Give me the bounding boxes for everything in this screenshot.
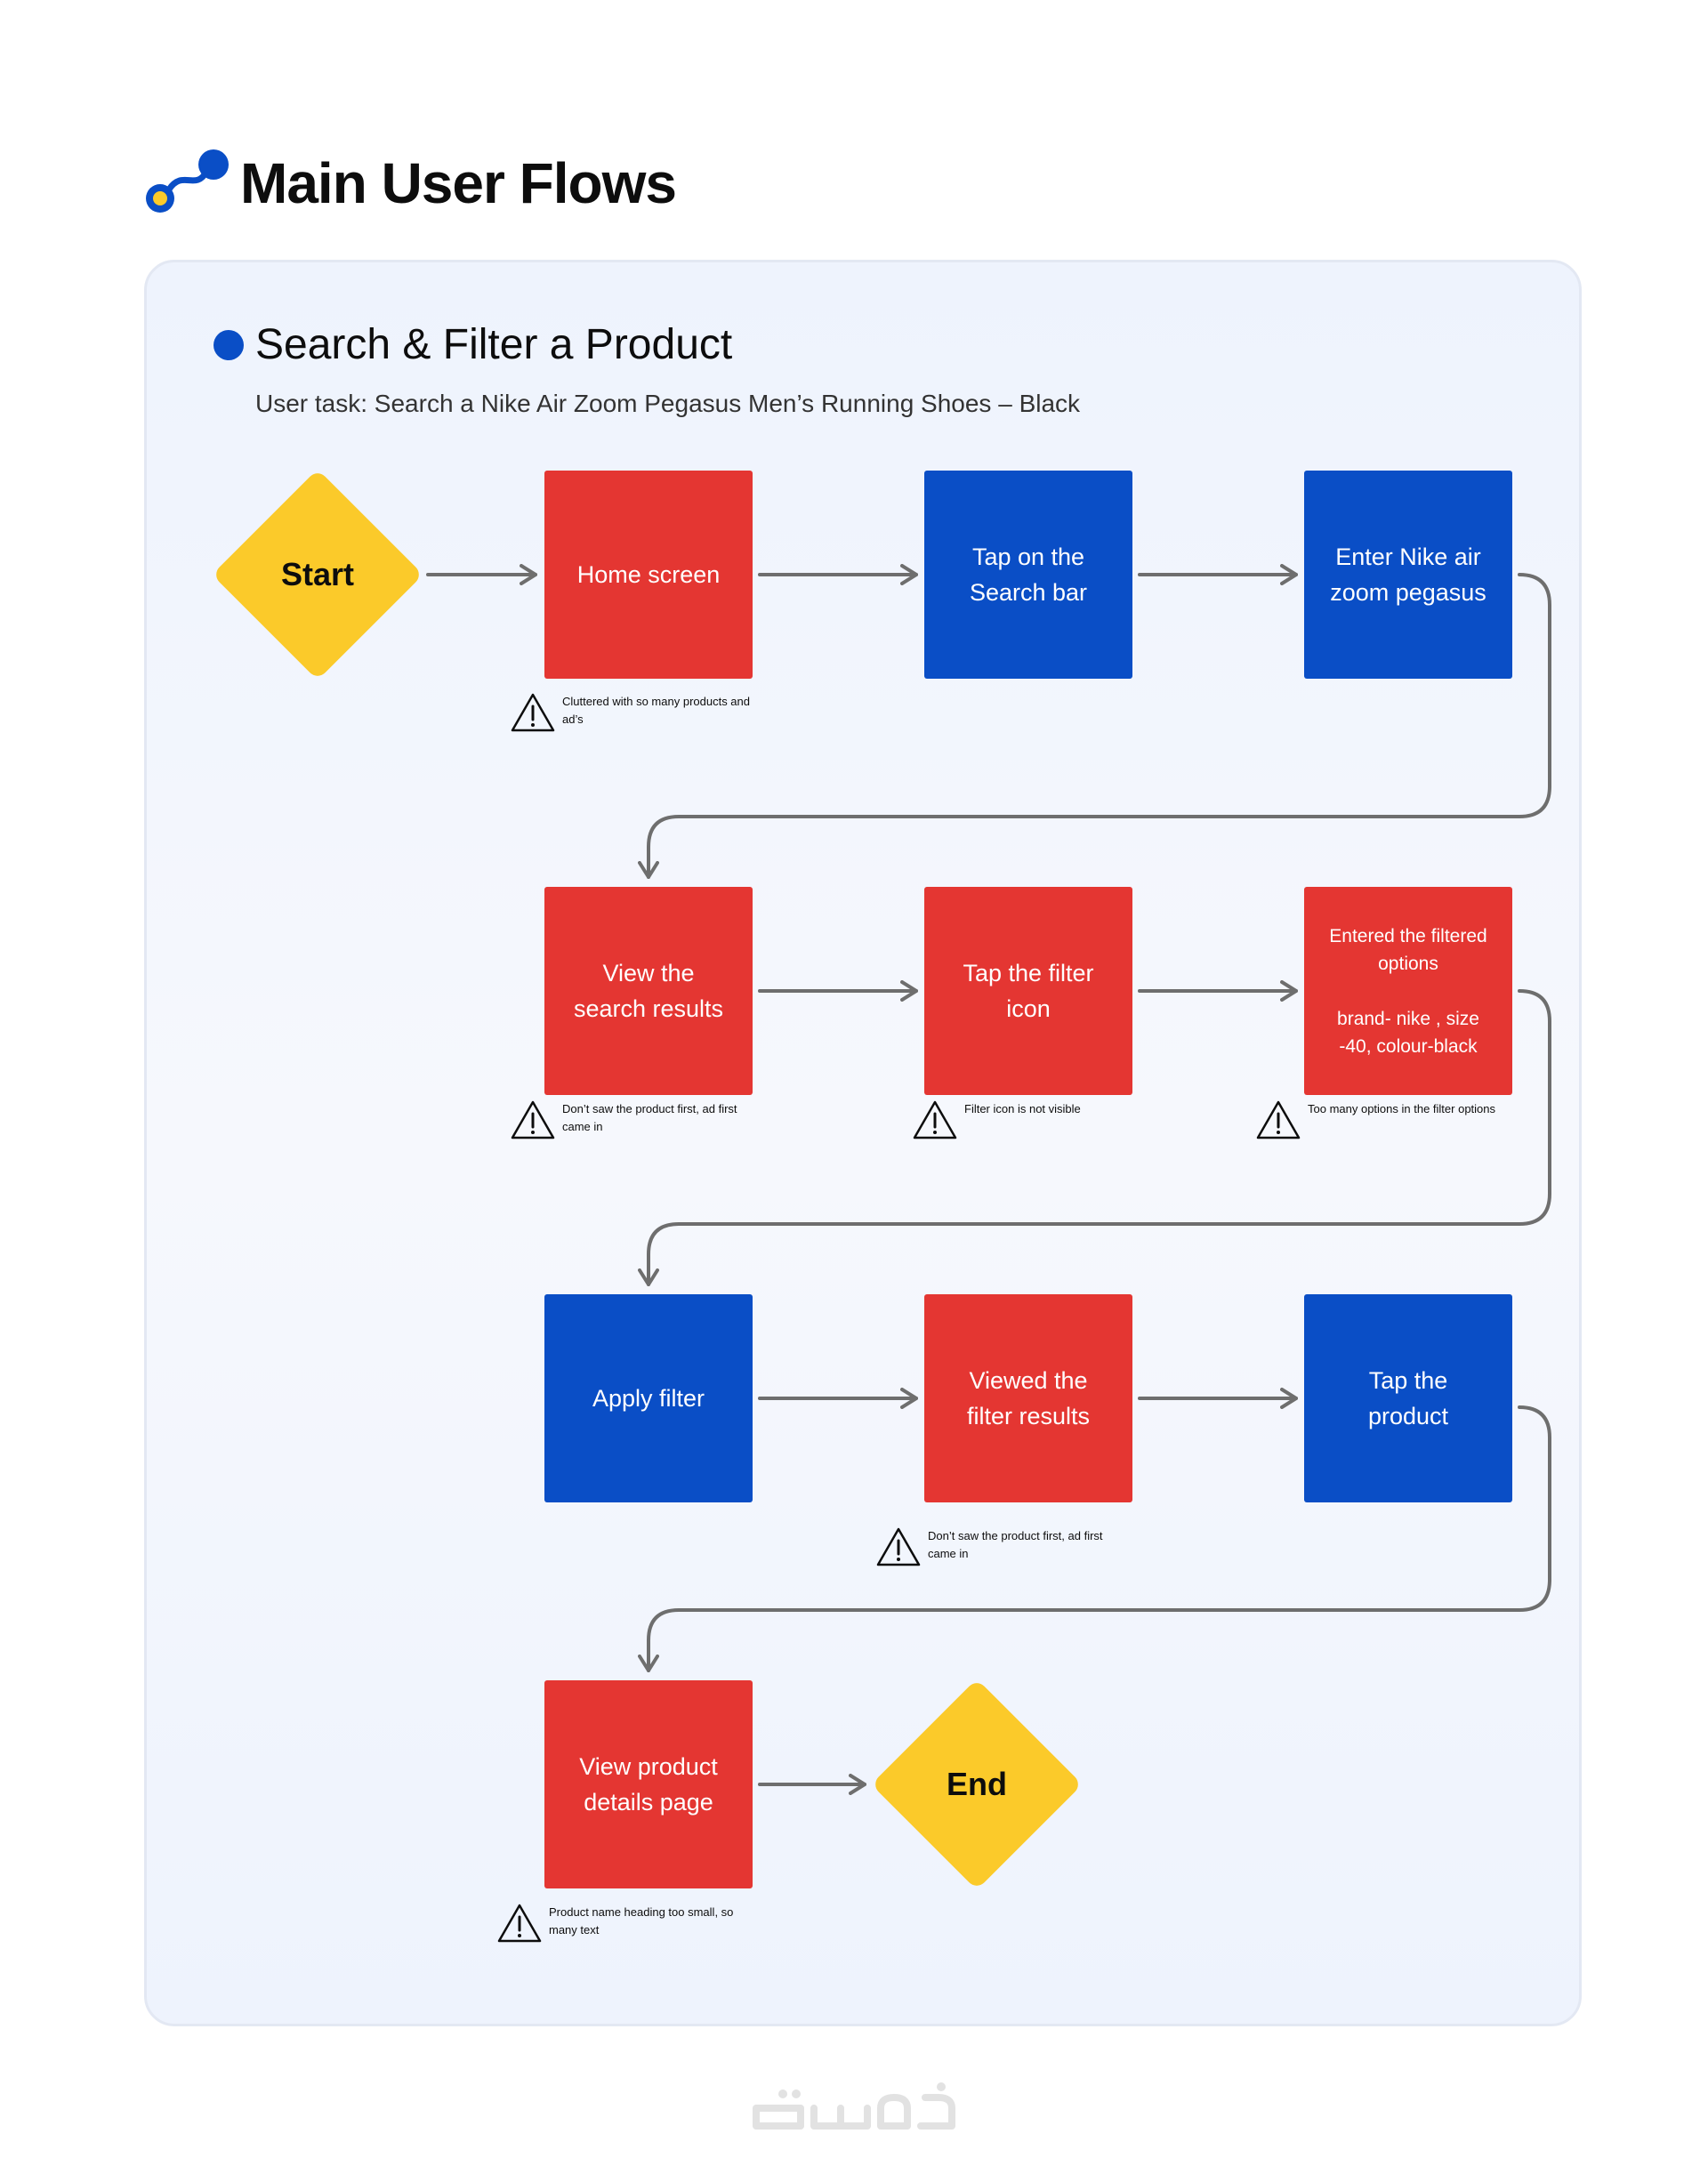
warning-icon bbox=[876, 1527, 921, 1566]
warning-viewed-filter-results: Don’t saw the product first, ad first ca… bbox=[874, 1526, 1132, 1568]
watermark-logo bbox=[753, 2082, 955, 2130]
view-product-details-step: View product details page bbox=[544, 1680, 753, 1888]
warning-icon bbox=[497, 1904, 542, 1943]
warning-icon bbox=[511, 1100, 555, 1139]
start-node: Start bbox=[212, 469, 423, 680]
warning-icon bbox=[1256, 1100, 1301, 1139]
warning-view-details: Product name heading too small, so many … bbox=[495, 1902, 753, 1945]
warning-icon bbox=[913, 1100, 957, 1139]
warning-home-screen: Cluttered with so many products and ad’s bbox=[509, 691, 767, 734]
warning-icon bbox=[511, 693, 555, 732]
flow-bullet bbox=[214, 330, 244, 360]
flow-subtitle: User task: Search a Nike Air Zoom Pegasu… bbox=[255, 390, 1081, 417]
view-search-results-step: View the search results bbox=[544, 887, 753, 1095]
enter-query-step: Enter Nike air zoom pegasus bbox=[1304, 471, 1512, 679]
home-screen-step: Home screen bbox=[544, 471, 753, 679]
warning-entered-filters: Too many options in the filter options bbox=[1254, 1099, 1512, 1141]
warning-tap-filter: Filter icon is not visible bbox=[911, 1099, 1169, 1141]
apply-filter-step: Apply filter bbox=[544, 1294, 753, 1502]
warning-view-results: Don’t saw the product first, ad first ca… bbox=[509, 1099, 767, 1141]
flow-path-icon bbox=[146, 149, 229, 213]
end-label: End bbox=[947, 1766, 1007, 1802]
start-label: Start bbox=[280, 556, 355, 592]
end-node: End bbox=[871, 1679, 1083, 1890]
viewed-filter-results-step: Viewed the filter results bbox=[924, 1294, 1132, 1502]
page-title: Main User Flows bbox=[240, 151, 677, 215]
tap-filter-icon-step: Tap the filter icon bbox=[924, 887, 1132, 1095]
tap-search-bar-step: Tap on the Search bar bbox=[924, 471, 1132, 679]
tap-product-step: Tap the product bbox=[1304, 1294, 1512, 1502]
entered-filter-options-step: Entered the filtered options brand- nike… bbox=[1304, 887, 1512, 1095]
flow-title: Search & Filter a Product bbox=[255, 321, 733, 368]
